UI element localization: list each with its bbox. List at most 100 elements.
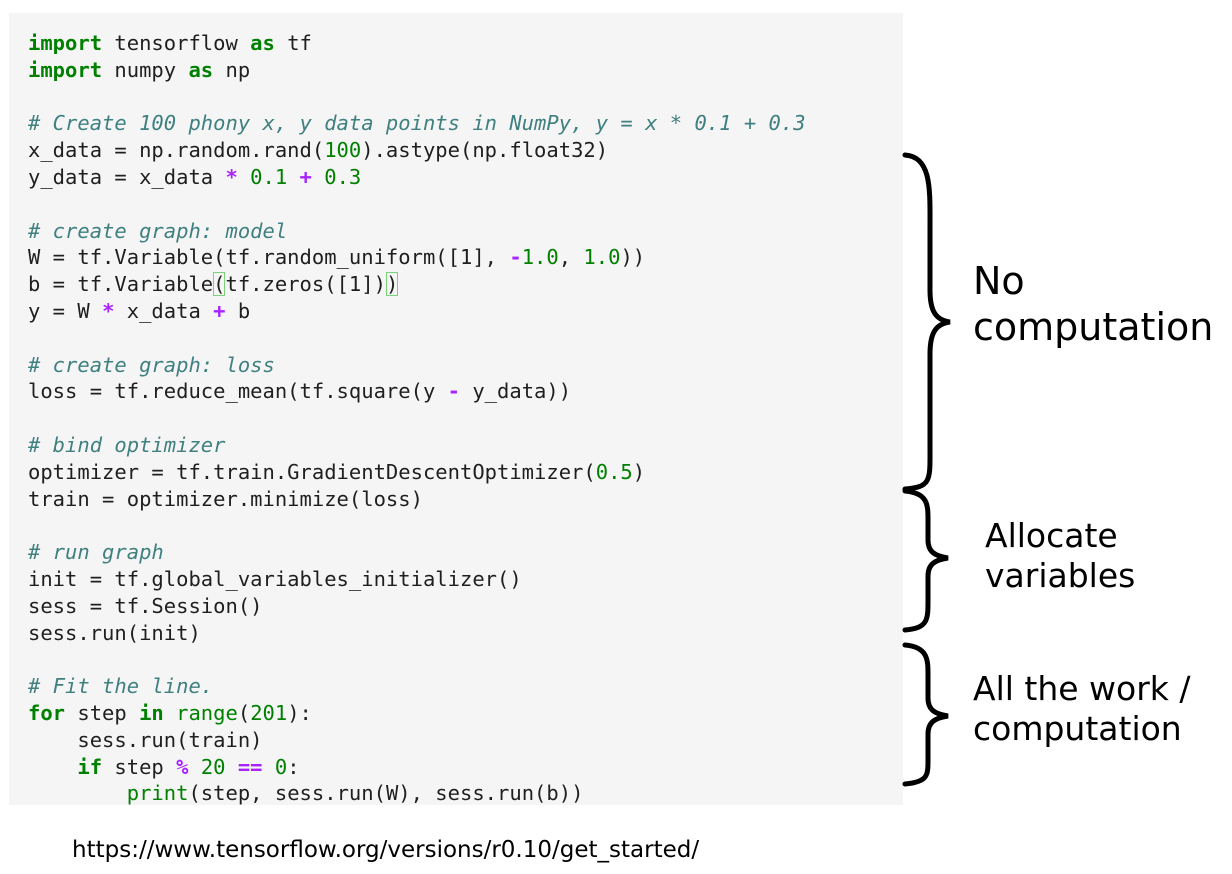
code-token: y_data)) bbox=[459, 379, 572, 404]
code-token: 1.0 bbox=[521, 245, 559, 270]
code-line: if step % 20 == 0: bbox=[28, 754, 806, 781]
code-token: 0.1 bbox=[250, 164, 288, 189]
code-line bbox=[28, 512, 806, 539]
code-token: , bbox=[558, 245, 584, 270]
code-token: in bbox=[139, 700, 164, 725]
code-token: # run graph bbox=[28, 540, 164, 565]
code-token bbox=[188, 755, 200, 779]
code-token: ) bbox=[385, 272, 399, 297]
code-token: # bind optimizer bbox=[28, 432, 226, 457]
code-token: import bbox=[28, 31, 103, 55]
code-token: 0 bbox=[274, 754, 288, 779]
code-token: for bbox=[28, 700, 66, 725]
code-line: # Create 100 phony x, y data points in N… bbox=[28, 110, 806, 137]
code-line bbox=[28, 405, 806, 432]
code-token: == bbox=[237, 754, 263, 779]
code-token: train = optimizer.minimize(loss) bbox=[28, 486, 423, 511]
code-line: print(step, sess.run(W), sess.run(b)) bbox=[28, 780, 806, 807]
note-all-the-work: All the work / computation bbox=[973, 669, 1191, 748]
code-line: b = tf.Variable(tf.zeros([1])) bbox=[28, 271, 806, 298]
code-token: ( bbox=[213, 272, 226, 297]
code-token: (step, sess.run(W), sess.run(b)) bbox=[188, 781, 584, 806]
code-token: # Create 100 phony x, y data points in N… bbox=[28, 111, 806, 136]
note-no-computation: No computation bbox=[973, 259, 1214, 349]
code-token: tf bbox=[274, 31, 312, 55]
code-line: # run graph bbox=[28, 539, 806, 566]
code-token: % bbox=[176, 754, 189, 779]
source-url: https://www.tensorflow.org/versions/r0.1… bbox=[72, 837, 700, 863]
code-token: # create graph: loss bbox=[28, 352, 275, 377]
code-line: x_data = np.random.rand(100).astype(np.f… bbox=[28, 137, 806, 164]
code-line: train = optimizer.minimize(loss) bbox=[28, 486, 806, 513]
code-token bbox=[238, 165, 250, 189]
code-token: y = W bbox=[28, 298, 103, 323]
code-token: ).astype(np.float32) bbox=[361, 138, 609, 163]
code-line: init = tf.global_variables_initializer() bbox=[28, 566, 806, 593]
code-token: : bbox=[287, 754, 300, 779]
code-token: as bbox=[188, 57, 214, 82]
brace-allocate-variables bbox=[902, 488, 949, 633]
code-line bbox=[28, 646, 806, 673]
code-token: b bbox=[225, 298, 251, 323]
code-token: if bbox=[77, 754, 103, 779]
brace-no-computation bbox=[902, 152, 951, 492]
code-line: sess.run(init) bbox=[28, 620, 806, 647]
code-token: )) bbox=[620, 245, 646, 270]
code-token: sess = tf.Session() bbox=[28, 593, 263, 618]
code-token: + bbox=[213, 298, 226, 323]
code-token: np bbox=[213, 57, 251, 82]
brace-all-the-work bbox=[902, 642, 949, 787]
code-token bbox=[164, 701, 176, 725]
code-token bbox=[226, 755, 238, 779]
code-token: optimizer = tf.train.GradientDescentOpti… bbox=[28, 459, 596, 484]
code-line: W = tf.Variable(tf.random_uniform([1], -… bbox=[28, 244, 806, 271]
note-allocate-variables: Allocate variables bbox=[985, 516, 1136, 595]
code-token: range bbox=[176, 700, 238, 725]
code-line: # create graph: model bbox=[28, 218, 806, 245]
code-token: tf.zeros([1]) bbox=[225, 272, 386, 297]
code-line: import numpy as np bbox=[28, 57, 806, 84]
code-token: + bbox=[299, 164, 312, 189]
code-token: 0.3 bbox=[324, 164, 362, 189]
code-token: numpy bbox=[102, 57, 189, 82]
code-line: sess.run(train) bbox=[28, 727, 806, 754]
code-token: x_data bbox=[114, 298, 214, 323]
code-line bbox=[28, 191, 806, 218]
code-token: tensorflow bbox=[102, 31, 251, 55]
code-token: print bbox=[126, 781, 189, 806]
code-line: y_data = x_data * 0.1 + 0.3 bbox=[28, 164, 806, 191]
code-token: ( bbox=[237, 700, 251, 725]
code-token: # Fit the line. bbox=[28, 674, 214, 699]
code-token: b = tf.Variable bbox=[28, 272, 214, 297]
code-token: ): bbox=[287, 700, 312, 725]
code-token bbox=[28, 781, 127, 805]
code-token: ) bbox=[632, 459, 646, 484]
code-token bbox=[287, 165, 299, 189]
code-line bbox=[28, 325, 806, 352]
code-token: - bbox=[447, 379, 460, 404]
code-token: * bbox=[102, 298, 115, 323]
code-line: y = W * x_data + b bbox=[28, 298, 806, 325]
code-token: 100 bbox=[324, 138, 362, 163]
code-token: sess.run(train) bbox=[28, 727, 263, 752]
code-line: # create graph: loss bbox=[28, 352, 806, 379]
code-token: - bbox=[509, 245, 522, 270]
code-token: W = tf.Variable(tf.random_uniform([1], bbox=[28, 245, 510, 270]
code-line: optimizer = tf.train.GradientDescentOpti… bbox=[28, 459, 806, 486]
code-line: # bind optimizer bbox=[28, 432, 806, 459]
code-line: for step in range(201): bbox=[28, 700, 806, 727]
code-token: x_data = np.random.rand( bbox=[28, 138, 325, 163]
code-token bbox=[312, 165, 324, 189]
code-line bbox=[28, 84, 806, 111]
code-line: loss = tf.reduce_mean(tf.square(y - y_da… bbox=[28, 378, 806, 405]
code-token bbox=[28, 755, 77, 779]
code-token: as bbox=[250, 31, 275, 55]
code-line: import tensorflow as tf bbox=[28, 30, 806, 57]
code-token bbox=[263, 755, 275, 779]
code-token: sess.run(init) bbox=[28, 620, 201, 645]
code-token: import bbox=[28, 57, 103, 82]
code-token: init = tf.global_variables_initializer() bbox=[28, 566, 522, 591]
code-token: step bbox=[102, 754, 177, 779]
